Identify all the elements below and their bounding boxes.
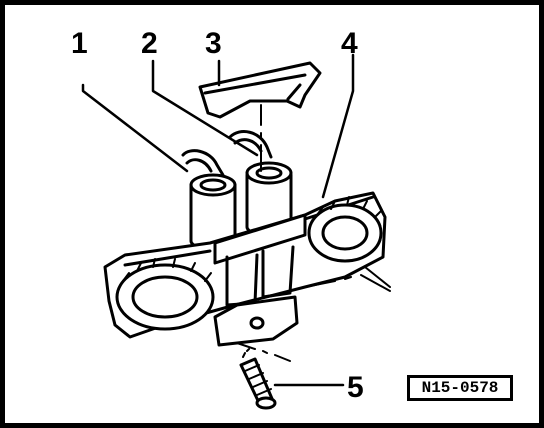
part-5-bolt xyxy=(239,357,277,410)
mounting-bracket xyxy=(213,295,299,347)
reference-code: N15-0578 xyxy=(407,375,513,401)
callout-1: 1 xyxy=(71,27,88,60)
leader-line-4 xyxy=(321,53,355,199)
part-3-cover xyxy=(198,61,322,119)
leader-lines xyxy=(81,53,355,387)
callout-2: 2 xyxy=(141,27,158,60)
leader-line-2 xyxy=(151,59,259,157)
callout-4: 4 xyxy=(341,27,358,60)
exploded-view-diagram: 1 2 3 4 5 xyxy=(71,27,391,410)
leader-line-1 xyxy=(81,83,189,173)
left-ring xyxy=(115,258,215,331)
part-1-cylinder xyxy=(181,149,237,250)
callout-5: 5 xyxy=(347,371,364,404)
alignment-lines xyxy=(236,266,391,362)
callout-3: 3 xyxy=(205,27,222,60)
right-ring xyxy=(307,196,383,263)
